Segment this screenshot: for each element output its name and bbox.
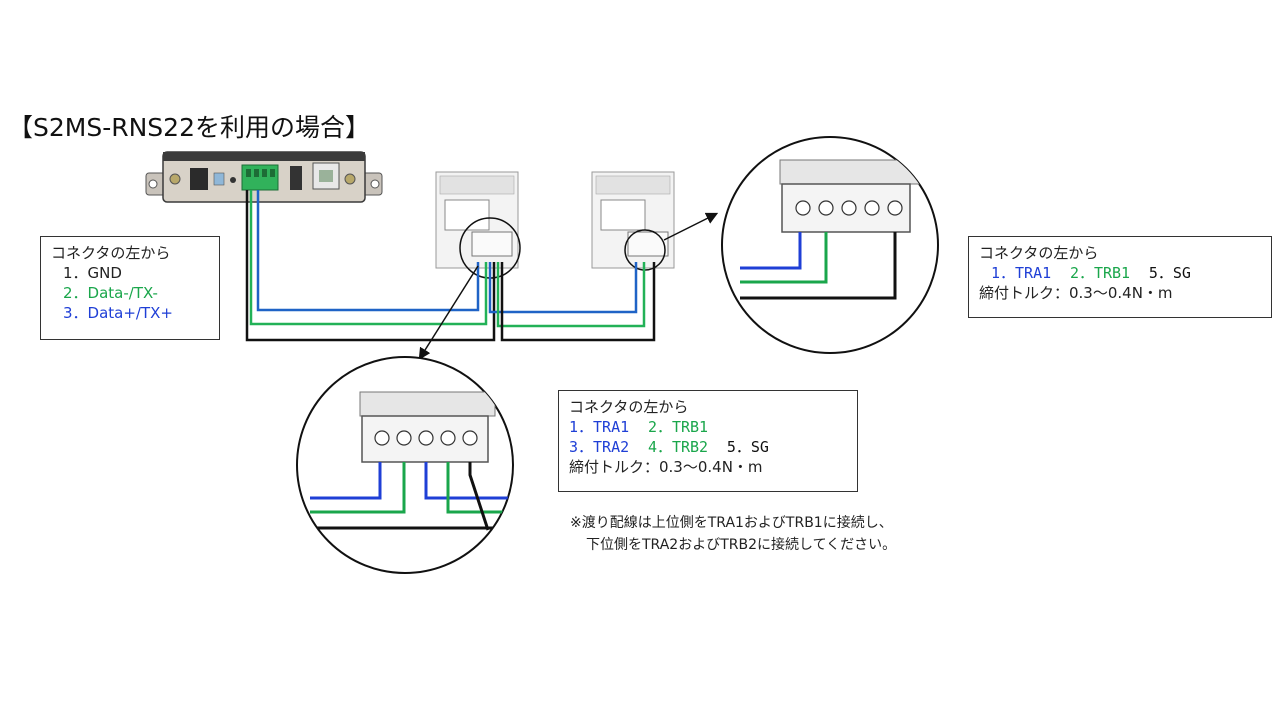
- zoom-middle-wire-trb1: [310, 462, 406, 514]
- wire-data-minus: [249, 190, 488, 326]
- screw-terminal-3: [841, 200, 857, 216]
- legend-line-gnd: 1．GND: [63, 264, 122, 282]
- zoom-middle-wire-trb2: [446, 462, 513, 514]
- gateway-device: [145, 151, 383, 203]
- screw-terminal-5: [462, 430, 478, 446]
- legend-pin-tra1: 1．TRA1: [569, 418, 630, 436]
- meter-end: [591, 171, 675, 269]
- zoom-end-wire-trb1: [740, 232, 828, 284]
- legend-pin-tra2: 3．TRA2: [569, 438, 630, 456]
- mount-hole-right: [370, 179, 380, 189]
- screw-terminal-5: [887, 200, 903, 216]
- legend-pin-row-2: 3．TRA2 4．TRB2 5．SG: [569, 437, 847, 457]
- meter-middle-connector: [471, 231, 513, 257]
- zoom-middle-connector: [296, 356, 514, 574]
- meter-end-panel: [600, 199, 646, 231]
- power-jack: [190, 168, 208, 190]
- wire-sg-link: [500, 262, 656, 342]
- legend-torque: 締付トルク：0.3～0.4N・m: [979, 284, 1173, 302]
- zoom-end-wire-sg: [740, 232, 897, 300]
- zoom-middle-connector-top: [359, 391, 496, 417]
- reset-button: [230, 177, 236, 183]
- screw-terminal-1: [374, 430, 390, 446]
- gateway-top-edge: [163, 152, 365, 161]
- legend-pin-tra1: 1．TRA1: [991, 264, 1052, 282]
- legend-torque: 締付トルク：0.3～0.4N・m: [569, 458, 763, 476]
- arrow-to-middle-zoom: [418, 265, 479, 361]
- zoom-end-connector: [721, 136, 939, 354]
- zoom-middle-wire-tra1: [310, 462, 382, 500]
- wiring: [245, 190, 656, 342]
- legend-pin-trb1: 2．TRB1: [1069, 264, 1131, 282]
- zoom-end-wire-tra1: [740, 232, 802, 270]
- lan-port-inner: [319, 170, 333, 182]
- legend-heading: コネクタの左から: [569, 398, 689, 416]
- wire-data-plus: [256, 190, 480, 312]
- meter-end-connector: [627, 231, 669, 257]
- screw-terminal-3: [418, 430, 434, 446]
- note-line-2: 下位側をTRA2およびTRB2に接続してください。: [586, 537, 897, 553]
- wire-trb-link: [496, 262, 646, 328]
- legend-line-data-plus: 3．Data+/TX+: [63, 304, 173, 322]
- screw-terminal-2: [396, 430, 412, 446]
- meter-end-connector-legend: コネクタの左から 1．TRA1 2．TRB1 5．SG 締付トルク：0.3～0.…: [968, 236, 1272, 318]
- legend-heading: コネクタの左から: [979, 244, 1099, 262]
- arrow-to-end-zoom: [663, 212, 719, 241]
- legend-pin-trb1: 2．TRB1: [647, 418, 709, 436]
- legend-pin-row: 1．TRA1 2．TRB1 5．SG: [979, 263, 1261, 283]
- screw-terminal-2: [818, 200, 834, 216]
- meter-middle-top-terminals: [439, 175, 515, 195]
- wiring-note: ※渡り配線は上位側をTRA1およびTRB1に接続し、 下位側をTRA2およびTR…: [570, 512, 896, 556]
- zoom-end-connector-top: [779, 159, 921, 185]
- legend-pin-row-1: 1．TRA1 2．TRB1: [569, 417, 847, 437]
- terminal-pin: [254, 169, 259, 177]
- legend-heading: コネクタの左から: [51, 244, 171, 262]
- screw-terminal-4: [864, 200, 880, 216]
- page-title: 【S2MS-RNS22を利用の場合】: [8, 113, 370, 142]
- meter-middle-panel: [444, 199, 490, 231]
- wire-gnd: [245, 190, 496, 342]
- legend-pin-trb2: 4．TRB2: [647, 438, 709, 456]
- terminal-pin: [270, 169, 275, 177]
- terminal-block-green: [241, 164, 279, 191]
- led-window: [213, 172, 225, 186]
- screw-terminal-4: [440, 430, 456, 446]
- meter-end-top-terminals: [595, 175, 671, 195]
- gateway-screw-right: [344, 173, 356, 185]
- note-line-1: ※渡り配線は上位側をTRA1およびTRB1に接続し、: [570, 515, 893, 531]
- legend-line-data-minus: 2．Data-/TX-: [63, 284, 158, 302]
- gateway-screw-left: [169, 173, 181, 185]
- usb-port: [290, 166, 302, 190]
- gateway-connector-legend: コネクタの左から 1．GND 2．Data-/TX- 3．Data+/TX+: [40, 236, 220, 340]
- screw-terminal-1: [795, 200, 811, 216]
- terminal-pin: [262, 169, 267, 177]
- legend-pin-sg: 5．SG: [726, 438, 769, 456]
- wire-tra-link: [488, 262, 638, 314]
- zoom-middle-wire-tra2: [424, 462, 513, 500]
- zoom-middle-wire-sg: [468, 462, 490, 531]
- terminal-pin: [246, 169, 251, 177]
- meter-middle: [435, 171, 519, 269]
- mount-hole-left: [148, 179, 158, 189]
- meter-middle-connector-legend: コネクタの左から 1．TRA1 2．TRB1 3．TRA2 4．TRB2 5．S…: [558, 390, 858, 492]
- legend-pin-sg: 5．SG: [1148, 264, 1191, 282]
